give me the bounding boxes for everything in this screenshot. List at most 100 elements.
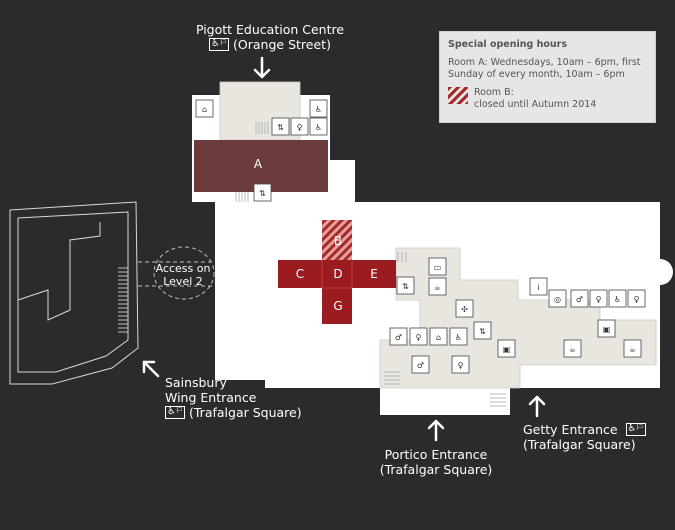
svg-text:♀: ♀ [297,123,303,132]
toilet-icon[interactable]: ♂ [389,327,408,346]
sainsbury-entrance-label: Sainsbury Wing Entrance (Trafalgar Squar… [165,375,302,420]
svg-text:⇅: ⇅ [402,282,409,291]
legend-room-b-text: Room B: closed until Autumn 2014 [474,87,596,111]
room-g[interactable]: G [322,288,352,324]
svg-text:♿: ♿ [455,333,462,342]
arrow-icon [253,56,271,79]
audio-guide-icon[interactable]: ◎ [548,289,567,308]
sainsbury-line3: (Trafalgar Square) [189,405,302,420]
toilet-icon[interactable]: ♀ [451,355,470,374]
toilet-icon[interactable]: ♀ [409,327,428,346]
room-g-label: G [333,299,342,313]
svg-text:⇅: ⇅ [479,327,486,336]
accessible-toilet-icon[interactable]: ♿ [608,289,627,308]
svg-text:☕: ☕ [629,345,636,354]
room-c[interactable]: C [278,260,322,288]
portico-entrance-label: Portico Entrance (Trafalgar Square) [370,447,502,477]
svg-text:⇅: ⇅ [277,123,284,132]
toilet-icon[interactable]: ♂ [570,289,589,308]
lift-icon[interactable]: ⇅ [473,321,492,340]
svg-text:☕: ☕ [569,345,576,354]
arrow-icon [427,419,445,442]
accessible-toilet-icon[interactable]: ♿ [309,117,328,136]
room-c-label: C [296,267,304,281]
access-line1: Access on [155,262,211,275]
shop-icon[interactable]: ▣ [597,319,616,338]
svg-text:♀: ♀ [596,295,602,304]
room-a[interactable]: A [194,140,328,192]
legend-room-b: closed until Autumn 2014 [474,99,597,110]
room-b-swatch [448,87,468,104]
room-e-label: E [370,267,378,281]
toilet-icon[interactable]: ♀ [589,289,608,308]
getty-line1-row: Getty Entrance [523,421,650,437]
sainsbury-wing-outline [9,201,139,385]
svg-text:i: i [537,283,539,292]
room-d[interactable]: D [322,260,352,288]
shop-icon[interactable]: ▣ [497,339,516,358]
pigott-line2-row: (Orange Street) [190,36,350,52]
cafe-icon[interactable]: ☕ [563,339,582,358]
svg-text:☕: ☕ [434,283,441,292]
svg-text:♂: ♂ [395,333,402,342]
lift-icon[interactable]: ⇅ [271,117,290,136]
room-b[interactable]: B [322,220,352,260]
lift-icon[interactable]: ⇅ [253,183,272,202]
svg-text:♂: ♂ [417,361,424,370]
svg-text:⌂: ⌂ [202,105,207,114]
cloakroom-icon[interactable]: ⌂ [429,327,448,346]
legend-title: Special opening hours [448,39,568,50]
cloakroom-icon[interactable]: ⌂ [195,99,214,118]
pigott-entrance-label: Pigott Education Centre (Orange Street) [190,22,350,52]
lift-icon[interactable]: ⇅ [396,276,415,295]
stairs [235,122,506,407]
legend-room-b-label: Room B: [474,87,514,98]
room-dividers [321,260,353,289]
svg-text:⇅: ⇅ [259,189,266,198]
toilet-icon[interactable]: ♀ [627,289,646,308]
access-line2: Level 2 [163,275,203,288]
sainsbury-stairs [118,267,128,333]
access-level-label: Access on Level 2 [150,262,216,288]
portico-line1: Portico Entrance [384,447,488,462]
computer-icon[interactable]: ▭ [428,257,447,276]
cafe-icon[interactable]: ☕ [428,277,447,296]
accessibility-icon [209,36,230,51]
svg-text:♂: ♂ [576,295,583,304]
svg-text:♿: ♿ [614,295,621,304]
access-bridge [138,246,215,300]
toilet-icon[interactable]: ♀ [290,117,309,136]
room-a-label: A [254,157,263,171]
sainsbury-line1: Sainsbury [165,375,227,390]
pigott-line2: (Orange Street) [233,37,331,52]
sainsbury-line3-row: (Trafalgar Square) [165,404,302,420]
accessibility-icon [625,421,646,436]
svg-text:✣: ✣ [461,305,468,314]
room-e[interactable]: E [352,260,396,288]
svg-text:◎: ◎ [554,295,561,304]
room-b-label: B [334,234,342,248]
legend-room-b-row: Room B: closed until Autumn 2014 [448,87,647,111]
arrow-icon [142,360,160,378]
escalator-icon[interactable]: ✣ [455,299,474,318]
svg-text:♿: ♿ [315,105,322,114]
portico-line2: (Trafalgar Square) [379,462,493,477]
information-icon[interactable]: i [529,277,548,296]
accessibility-icon [165,404,185,419]
accessible-toilet-icon[interactable]: ♿ [449,327,468,346]
accessible-toilet-icon[interactable]: ♿ [309,99,328,118]
cafe-icon[interactable]: ☕ [623,339,642,358]
svg-text:♀: ♀ [634,295,640,304]
getty-entrance-label: Getty Entrance (Trafalgar Square) [523,421,650,452]
legend-room-a: Room A: Wednesdays, 10am – 6pm, first Su… [448,57,641,80]
pigott-line1: Pigott Education Centre [195,22,345,37]
public-areas [219,81,657,389]
getty-line1: Getty Entrance [523,422,618,437]
svg-text:♿: ♿ [315,123,322,132]
toilet-icon[interactable]: ♂ [411,355,430,374]
svg-text:♀: ♀ [458,361,464,370]
svg-text:▭: ▭ [434,263,442,272]
arrow-icon [528,395,546,418]
getty-line2: (Trafalgar Square) [523,437,636,452]
